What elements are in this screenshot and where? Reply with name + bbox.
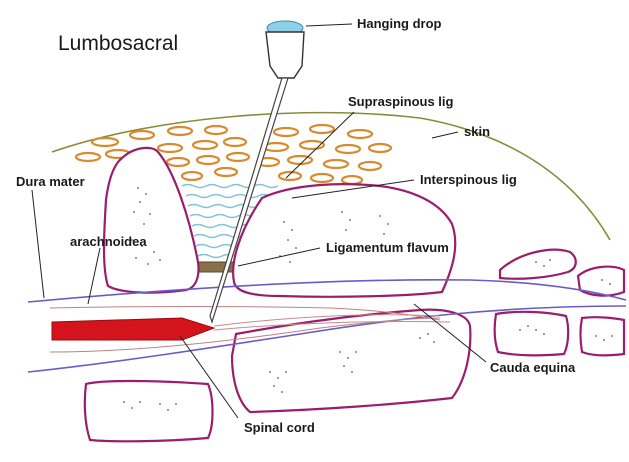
spinous-process-left [104, 148, 199, 293]
label-skin: skin [464, 124, 490, 139]
label-cauda-equina: Cauda equina [490, 360, 576, 375]
label-supraspinous-lig: Supraspinous lig [348, 94, 454, 109]
vertebral-body-right-1 [495, 312, 568, 355]
label-interspinous-lig: Interspinous lig [420, 172, 517, 187]
vertebral-body-bottom-left [85, 381, 213, 441]
label-hanging-drop: Hanging drop [357, 16, 442, 31]
vertebral-body-right-2 [581, 317, 625, 355]
diagram-title: Lumbosacral [58, 32, 178, 55]
label-ligamentum-flavum: Ligamentum flavum [326, 240, 449, 255]
vertebral-body-lower [232, 310, 470, 412]
spinal-cord [52, 318, 214, 340]
label-spinal-cord: Spinal cord [244, 420, 315, 435]
needle-hub [266, 32, 304, 78]
label-arachnoidea: arachnoidea [70, 234, 147, 249]
vertebra-right-small [500, 250, 576, 279]
vertebral-bones [85, 148, 624, 441]
label-dura-mater: Dura mater [16, 174, 85, 189]
